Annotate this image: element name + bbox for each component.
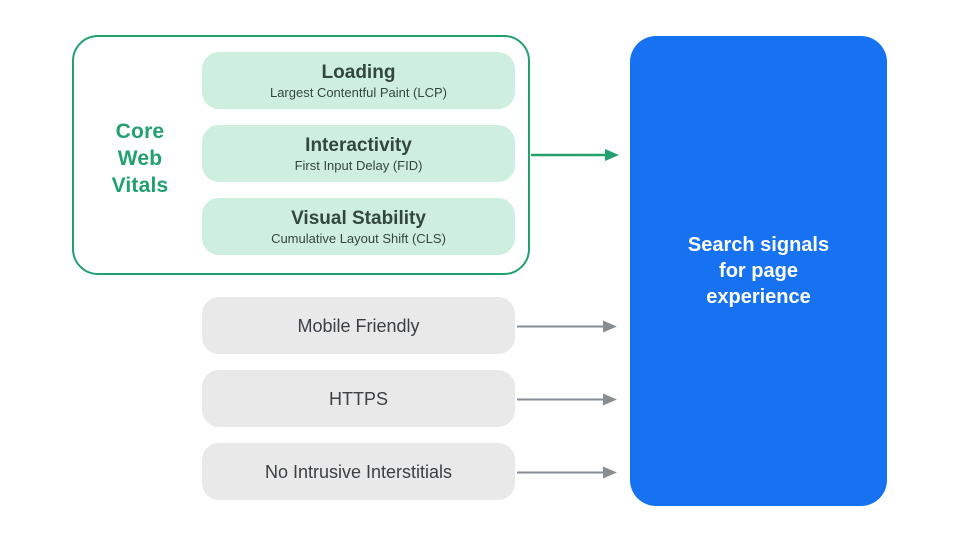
interactivity-subtitle: First Input Delay (FID) (294, 157, 423, 173)
loading-subtitle: Largest Contentful Paint (LCP) (269, 84, 448, 100)
https-label: HTTPS (328, 388, 388, 409)
loading-title: Loading (321, 61, 396, 83)
core-web-vitals-group-outline (72, 35, 530, 275)
interactivity-title: Interactivity (305, 134, 412, 156)
search-signals-result-box: Search signals for page experience (630, 36, 887, 506)
search-signals-label: Search signals for page experience (687, 234, 830, 308)
arrow-core-web-vitals (531, 149, 619, 161)
arrow-mobile-friendly (517, 320, 617, 333)
core-web-vitals-item-interactivity: Interactivity First Input Delay (FID) (202, 125, 515, 182)
signal-https: HTTPS (202, 370, 515, 427)
core-web-vitals-item-loading: Loading Largest Contentful Paint (LCP) (202, 52, 515, 109)
mobile-friendly-label: Mobile Friendly (297, 315, 420, 336)
arrow-no-intrusive-interstitials (517, 466, 617, 479)
visual-stability-subtitle: Cumulative Layout Shift (CLS) (271, 230, 446, 246)
core-web-vitals-label: Core Web Vitals (111, 120, 169, 197)
signal-mobile-friendly: Mobile Friendly (202, 297, 515, 354)
core-web-vitals-item-visual-stability: Visual Stability Cumulative Layout Shift… (202, 198, 515, 255)
no-intrusive-interstitials-label: No Intrusive Interstitials (264, 461, 453, 482)
visual-stability-title: Visual Stability (291, 207, 426, 229)
arrow-https (517, 393, 617, 406)
signal-no-intrusive-interstitials: No Intrusive Interstitials (202, 443, 515, 500)
